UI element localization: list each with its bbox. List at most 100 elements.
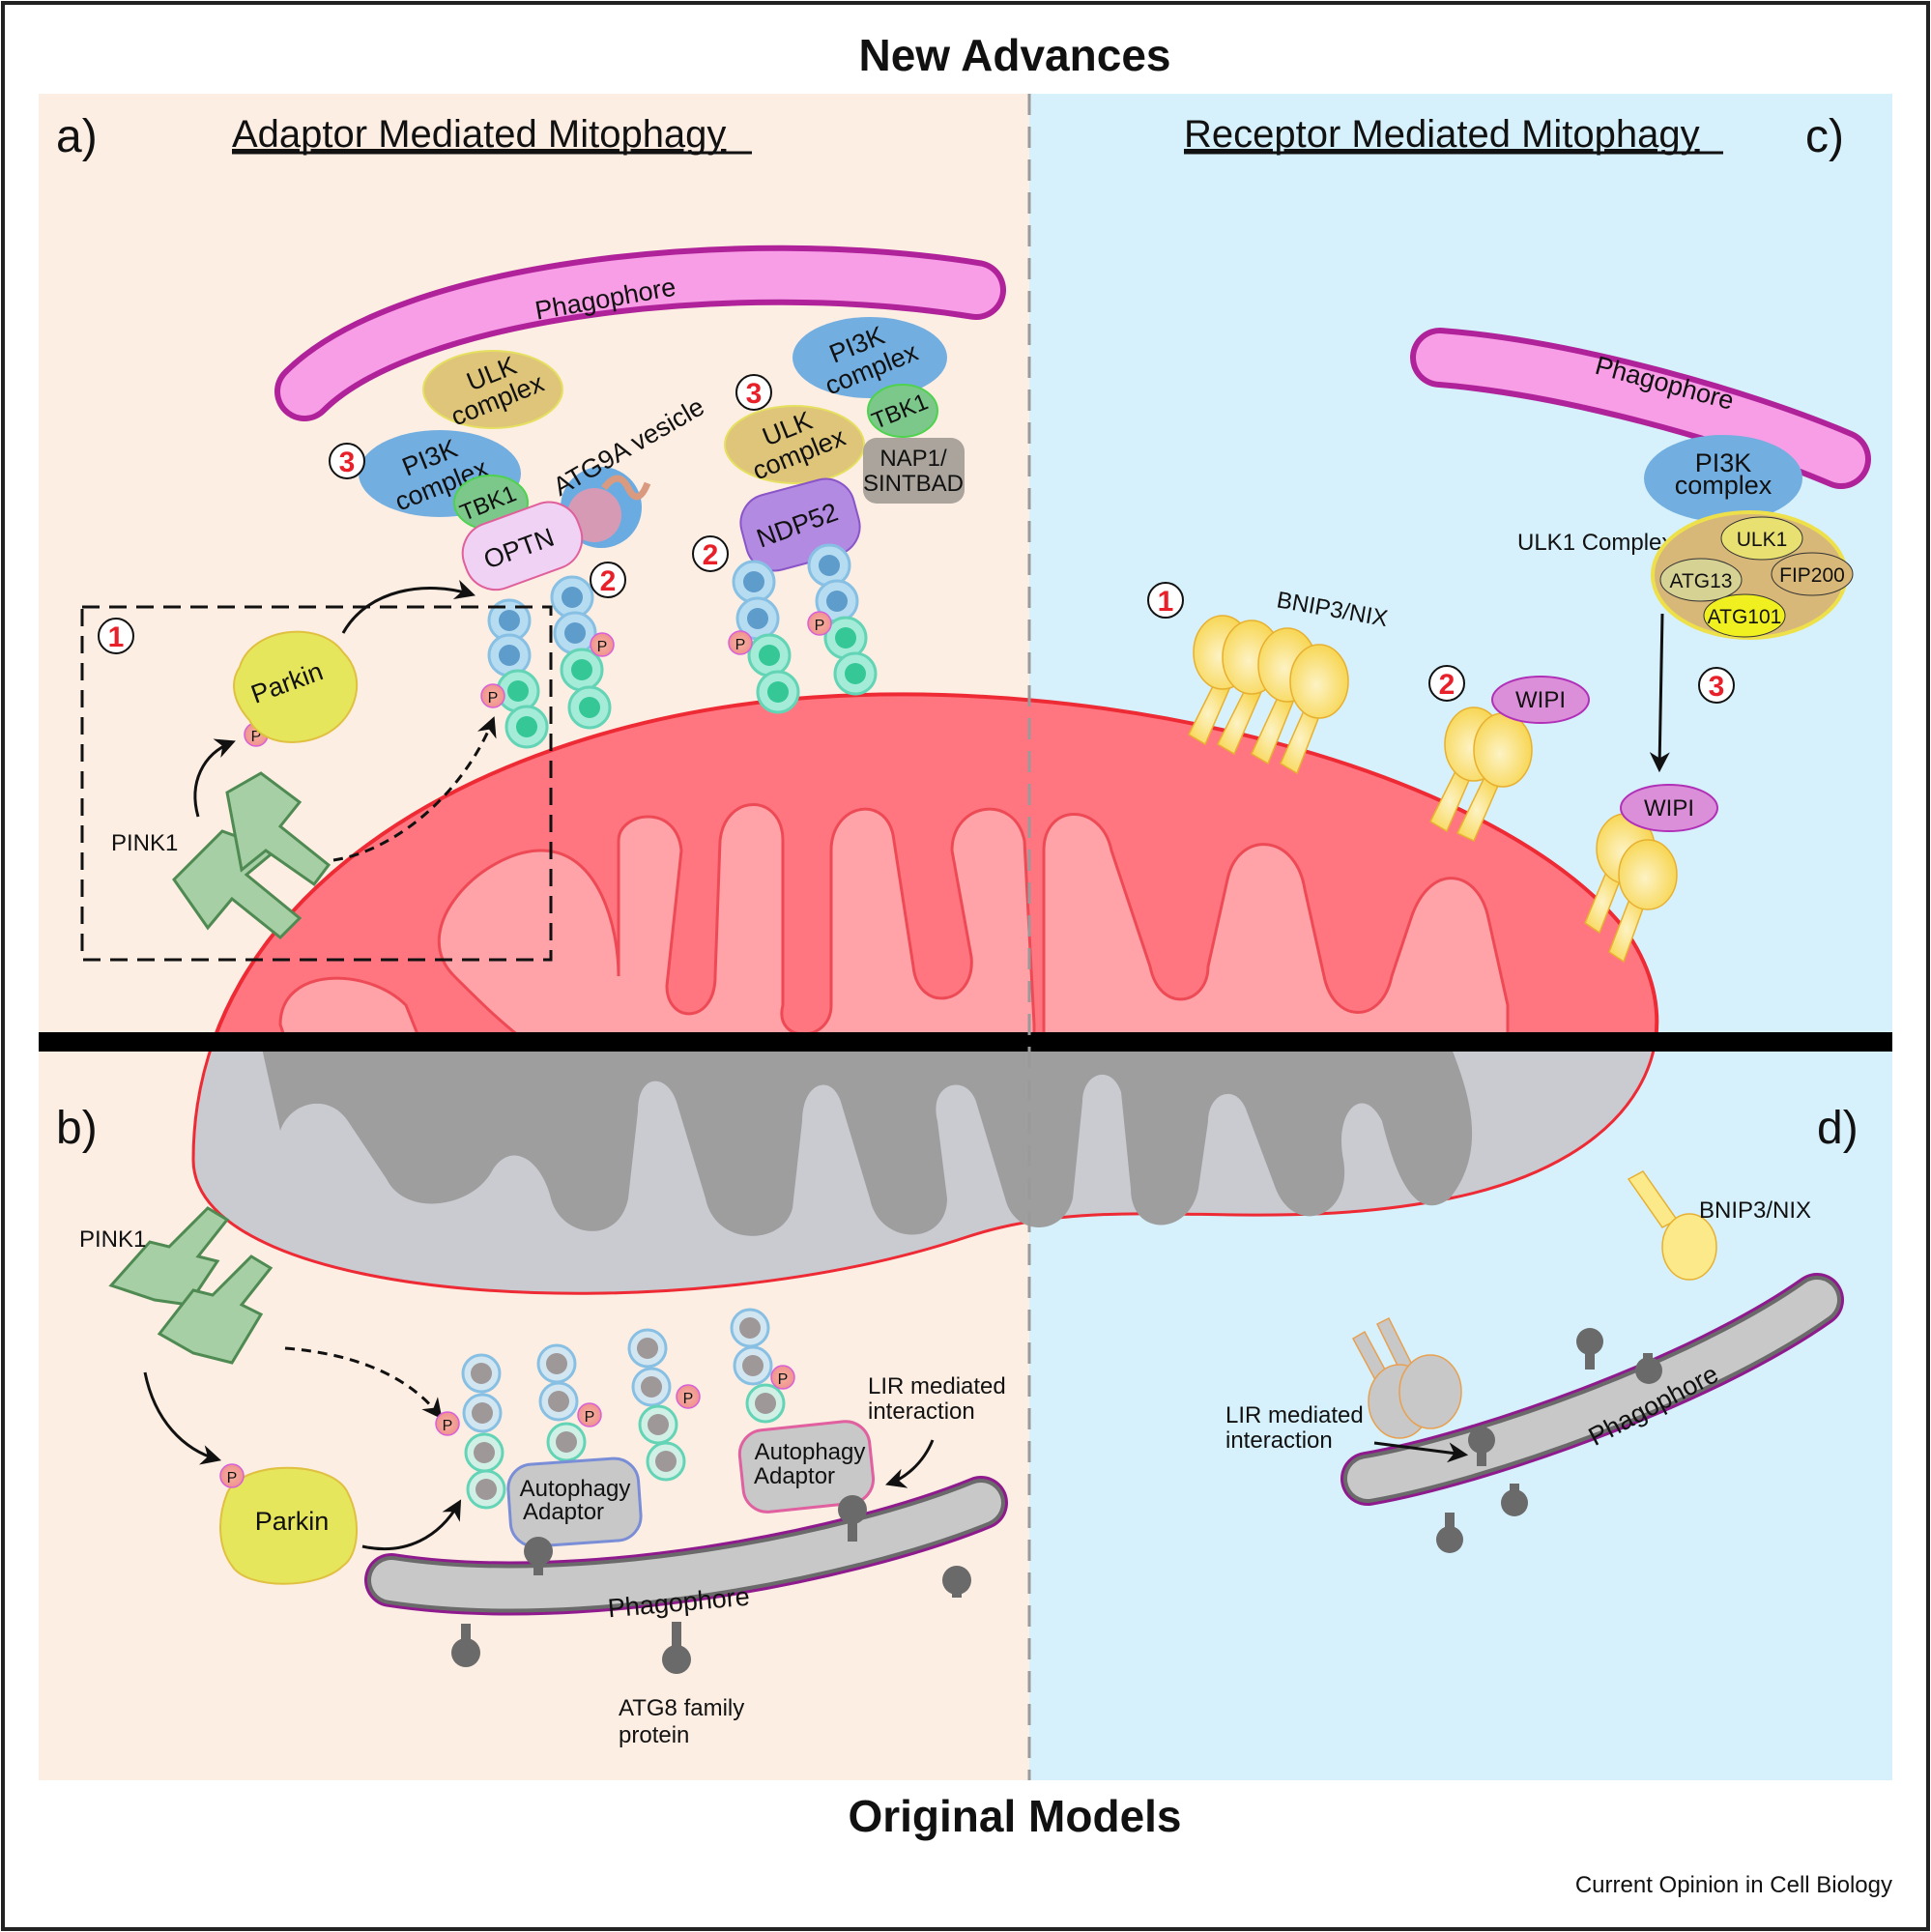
ulk1-complex: ULK1 ATG13 FIP200 ATG101 <box>1651 510 1854 640</box>
phospho-markers-b: P P P P <box>435 1365 795 1436</box>
lir-label-d-1: LIR mediated <box>1225 1402 1364 1428</box>
arrow-lir-d <box>1373 1441 1469 1463</box>
svg-text:P: P <box>778 1371 789 1388</box>
mitochondrion-original <box>191 1039 1657 1295</box>
ulk1-complex-label: ULK1 Complex <box>1517 530 1673 556</box>
panel-b: PINK1 Parkin P <box>79 1206 1008 1748</box>
atg8-proteins-b <box>451 1495 971 1674</box>
step-marker-a-2-left: 2 <box>590 562 626 598</box>
panel-letter-b: b) <box>56 1103 98 1154</box>
arrow-pink1-to-parkin-a <box>193 738 236 818</box>
svg-text:Adaptor: Adaptor <box>754 1463 835 1489</box>
svg-text:Autophagy: Autophagy <box>520 1476 631 1502</box>
svg-text:NAP1/: NAP1/ <box>879 446 947 472</box>
step-marker-c-3: 3 <box>1698 667 1735 704</box>
svg-text:ATG13: ATG13 <box>1670 570 1733 592</box>
bnip3-receptors-step3: WIPI <box>1584 784 1718 964</box>
arrow-pink1-to-ub-a <box>332 716 497 862</box>
autophagy-adaptor-b2: Autophagy Adaptor <box>737 1420 876 1514</box>
pink1-b: PINK1 <box>79 1206 274 1365</box>
lir-label-b-2: interaction <box>868 1399 975 1425</box>
svg-text:3: 3 <box>1709 671 1725 703</box>
ulk-complex-a2: ULK complex <box>724 405 865 485</box>
parkin-a: Parkin <box>233 630 359 743</box>
svg-text:1: 1 <box>1158 586 1174 618</box>
journal-credit: Current Opinion in Cell Biology <box>1575 1872 1892 1898</box>
svg-text:ATG101: ATG101 <box>1708 606 1782 628</box>
svg-text:complex: complex <box>1675 471 1772 500</box>
svg-text:P: P <box>443 1418 453 1434</box>
step-marker-c-2: 2 <box>1428 665 1465 702</box>
tbk1-a2: TBK1 <box>867 384 938 438</box>
svg-text:ULK1: ULK1 <box>1737 529 1788 551</box>
ubiquitin-chains-b <box>461 1308 786 1510</box>
svg-text:3: 3 <box>746 378 763 410</box>
svg-text:2: 2 <box>600 565 617 597</box>
panel-letter-a: a) <box>56 111 98 162</box>
pink1-a: PINK1 <box>111 771 331 940</box>
svg-text:FIP200: FIP200 <box>1779 564 1845 587</box>
svg-text:2: 2 <box>1439 669 1455 701</box>
parkin-b: Parkin <box>219 1466 359 1585</box>
arrow-lir-b <box>885 1439 935 1488</box>
svg-text:WIPI: WIPI <box>1515 687 1566 713</box>
nap1-sintbad: NAP1/ SINTBAD <box>863 438 965 504</box>
wipi-step3 <box>1620 784 1718 832</box>
svg-text:P: P <box>597 639 608 655</box>
panel-letter-d: d) <box>1817 1103 1859 1154</box>
svg-text:P: P <box>815 618 825 634</box>
pi3k-complex-a2: PI3K complex <box>793 317 947 400</box>
step-marker-c-1: 1 <box>1147 582 1184 619</box>
svg-text:2: 2 <box>703 539 719 571</box>
arrow-pink1-to-parkin-b <box>143 1371 222 1465</box>
step-marker-a-3-left: 3 <box>329 443 365 479</box>
atg8-label-2: protein <box>619 1722 689 1748</box>
svg-text:Parkin: Parkin <box>255 1507 330 1536</box>
panel-c-title: Receptor Mediated Mitophagy <box>1184 113 1700 156</box>
step1-dashed-box <box>80 605 553 962</box>
panel-a: Phagophore ULK complex PI3K complex TBK1… <box>80 245 1006 962</box>
lir-label-d-2: interaction <box>1225 1427 1333 1454</box>
lir-label-b-1: LIR mediated <box>868 1373 1006 1399</box>
svg-text:P: P <box>585 1409 595 1426</box>
mitochondrion-active <box>212 692 1659 1039</box>
arrow-parkin-to-ub-b <box>361 1499 462 1551</box>
divider-bar <box>39 1032 1892 1052</box>
title-original-models: Original Models <box>848 1791 1181 1841</box>
svg-text:P: P <box>251 729 262 745</box>
bnip3-receptors-step2: WIPI <box>1429 676 1590 843</box>
arrow-parkin-to-optn <box>341 579 476 634</box>
svg-text:3: 3 <box>339 447 356 478</box>
svg-text:WIPI: WIPI <box>1644 795 1694 822</box>
phospho-parkin-b <box>219 1463 245 1488</box>
svg-text:P: P <box>735 637 746 653</box>
svg-text:P: P <box>227 1470 238 1486</box>
phospho-markers-a: P P P P P <box>244 611 832 747</box>
atg8-proteins-d <box>1436 1328 1662 1553</box>
svg-text:Adaptor: Adaptor <box>523 1499 604 1525</box>
step-marker-a-2-right: 2 <box>692 535 729 572</box>
wipi-step2 <box>1491 676 1590 724</box>
svg-text:1: 1 <box>108 621 125 653</box>
panel-a-title: Adaptor Mediated Mitophagy <box>232 113 726 156</box>
pi3k-complex-c: PI3K complex <box>1644 435 1802 522</box>
svg-text:PINK1: PINK1 <box>79 1226 146 1253</box>
ubiquitin-chains-a <box>487 543 878 749</box>
pi3k-complex-a1: PI3K complex <box>359 430 521 517</box>
atg8-label-1: ATG8 family <box>619 1695 744 1721</box>
title-new-advances: New Advances <box>859 30 1171 80</box>
bnip3-receptor-d-bound <box>1351 1316 1462 1439</box>
arrow-pink1-to-ub-b <box>284 1346 443 1420</box>
panel-letter-c: c) <box>1805 111 1844 162</box>
optn: OPTN <box>461 501 584 591</box>
svg-text:P: P <box>683 1391 694 1407</box>
svg-text:BNIP3/NIX: BNIP3/NIX <box>1699 1197 1811 1224</box>
panel-d: BNIP3/NIX Phagophore LIR mediated intera… <box>1225 1170 1844 1553</box>
panel-c: Phagophore PI3K complex ULK1 Complex ULK… <box>1147 328 1871 964</box>
svg-text:PI3K: PI3K <box>1695 448 1752 477</box>
ulk-complex-a1: ULK complex <box>422 350 563 431</box>
step-marker-a-1: 1 <box>98 618 134 654</box>
svg-text:Autophagy: Autophagy <box>755 1439 866 1465</box>
svg-text:SINTBAD: SINTBAD <box>863 471 964 497</box>
